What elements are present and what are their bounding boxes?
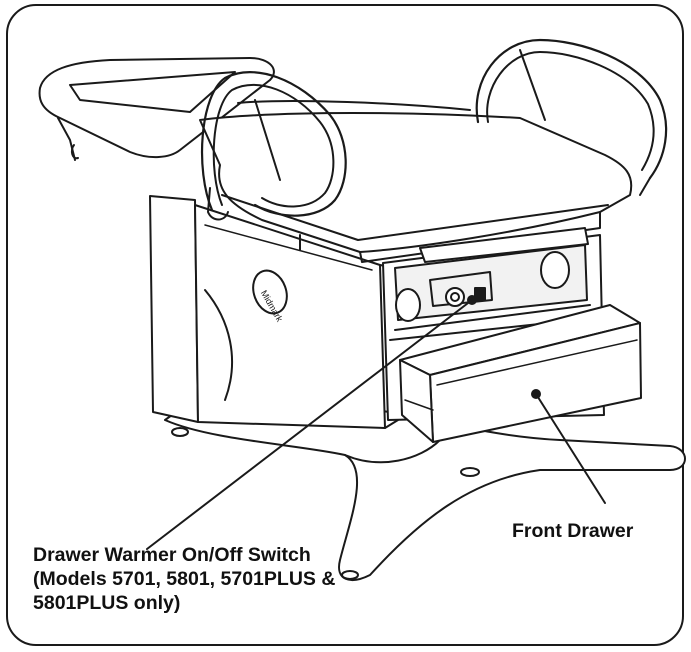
switch-leader-dot — [467, 295, 477, 305]
right-grab-handle — [475, 38, 668, 196]
switch-callout-line-2: (Models 5701, 5801, 5701PLUS & — [33, 568, 336, 590]
left-grab-handle — [200, 71, 347, 221]
drawer-leader-dot — [531, 389, 541, 399]
front-drawer-body — [399, 304, 642, 443]
base-foot — [164, 394, 686, 581]
switch-callout-line-3: 5801PLUS only) — [33, 592, 181, 614]
switch-callout-line-1: Drawer Warmer On/Off Switch — [33, 544, 311, 566]
switch-leader-line — [146, 299, 473, 550]
table-top — [38, 57, 633, 263]
figure-frame — [6, 4, 684, 646]
drawer-leader-line — [535, 393, 606, 504]
front-drawer-callout: Front Drawer — [512, 520, 634, 542]
lower-cabinet: Midmark — [149, 195, 399, 429]
callout-leaders — [146, 295, 606, 550]
drawer-warmer-switch-callout: Drawer Warmer On/Off Switch (Models 5701… — [33, 543, 453, 615]
